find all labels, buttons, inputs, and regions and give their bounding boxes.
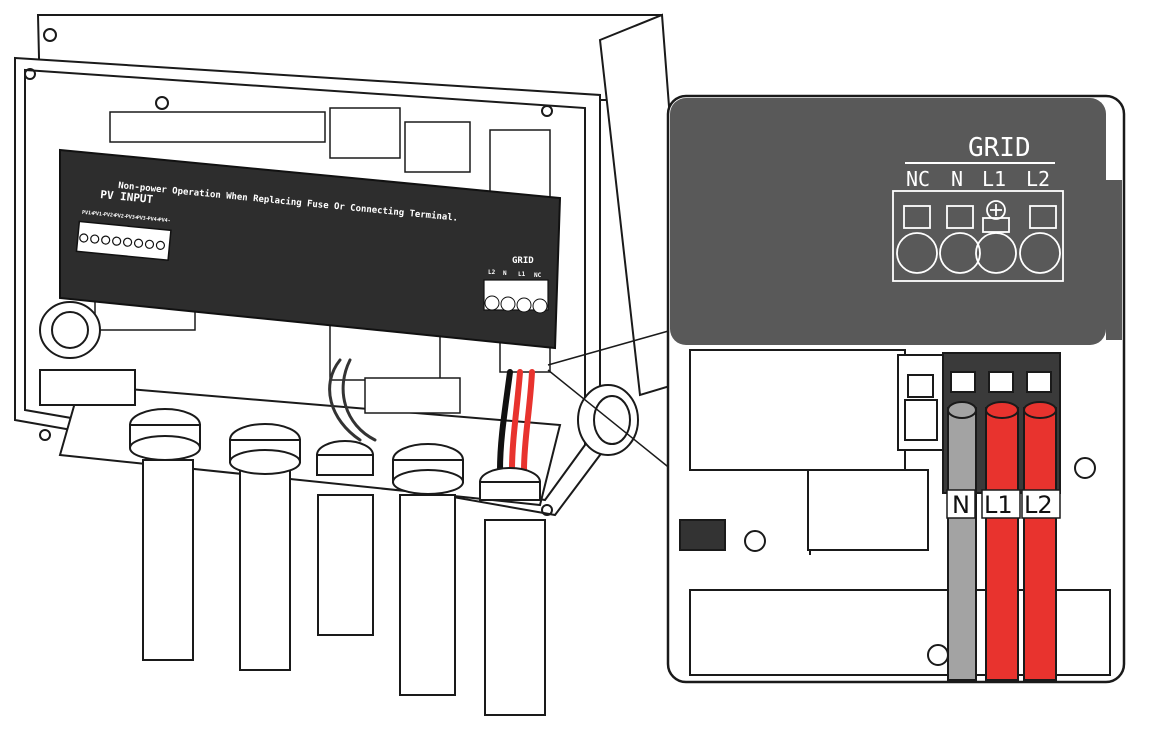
wire-tag-n: N (952, 491, 970, 519)
pv-terminal-label: PV3- (136, 215, 149, 222)
side-cable-gland (39, 301, 136, 406)
mounting-screws (24, 28, 553, 516)
l2-wire (1023, 407, 1057, 681)
pv-terminal-label: PV4+ (147, 216, 160, 223)
grid-terminal-block (892, 190, 1064, 282)
board-grid-terminal-label: NC (534, 272, 542, 279)
internal-components (94, 107, 551, 414)
screw-icon (39, 429, 51, 441)
right-cable-gland (577, 384, 639, 456)
wire-tag-l2: L2 (1024, 491, 1053, 519)
pv-terminal-slot (112, 236, 122, 246)
pv-terminal-slot (79, 233, 89, 243)
pv-terminal-slot (90, 234, 100, 244)
pv-terminal-slot (101, 235, 111, 245)
pv-terminal-slot (122, 237, 133, 247)
board-grid-label: GRID (512, 256, 534, 266)
screw-icon (24, 68, 36, 80)
screw-icon (541, 105, 553, 117)
grid-terminal-label: NC (906, 167, 930, 191)
board-grid-terminal-label: N (503, 270, 507, 277)
pv-terminal-slot (155, 240, 166, 250)
wire-tags: N L1 L2 (946, 489, 1061, 519)
screw-icon (744, 530, 766, 552)
callout-lines (547, 329, 673, 471)
pv-terminal-label: PV3+ (125, 214, 138, 221)
screw-icon (986, 200, 1006, 220)
pv-terminal-slot (133, 238, 144, 248)
l1-wire (985, 407, 1019, 681)
pv-input-label: PV INPUT (100, 188, 154, 206)
pv-terminal-label: PV4- (158, 217, 171, 224)
screw-icon (155, 96, 169, 110)
conduit-pipes (129, 408, 546, 716)
pv-terminal-block (75, 220, 172, 261)
board-grid-terminal-label: L2 (488, 269, 496, 276)
grid-terminal-label: L1 (982, 167, 1006, 191)
grid-panel (670, 98, 1106, 345)
internal-wires (328, 358, 535, 473)
pv-terminal-label: PV2- (114, 213, 127, 220)
grid-terminal-label: N (951, 167, 963, 191)
pv-terminal-slot (144, 239, 155, 249)
wire-tag-l1: L1 (984, 491, 1013, 519)
pv-terminal-label: PV1+ (82, 210, 95, 217)
board-grid-terminal: GRID L2 N L1 NC (483, 256, 549, 314)
grid-title: GRID (968, 133, 1031, 163)
neutral-wire (947, 407, 977, 681)
screw-icon (1074, 457, 1096, 479)
pv-terminal-label: PV2+ (104, 212, 117, 219)
grid-wires (947, 401, 1057, 681)
pv-terminal-labels: PV1+ PV1- PV2+ PV2- PV3+ PV3- PV4+ PV4- (82, 210, 171, 225)
board-grid-terminal-label: L1 (518, 271, 526, 278)
screw-icon (43, 28, 57, 42)
grid-terminal-label: L2 (1026, 167, 1050, 191)
cover-panel (59, 148, 562, 350)
zoom-callout: GRID NC N L1 L2 (666, 94, 1126, 684)
screw-icon (541, 504, 553, 516)
pv-terminal-label: PV1- (93, 211, 106, 218)
